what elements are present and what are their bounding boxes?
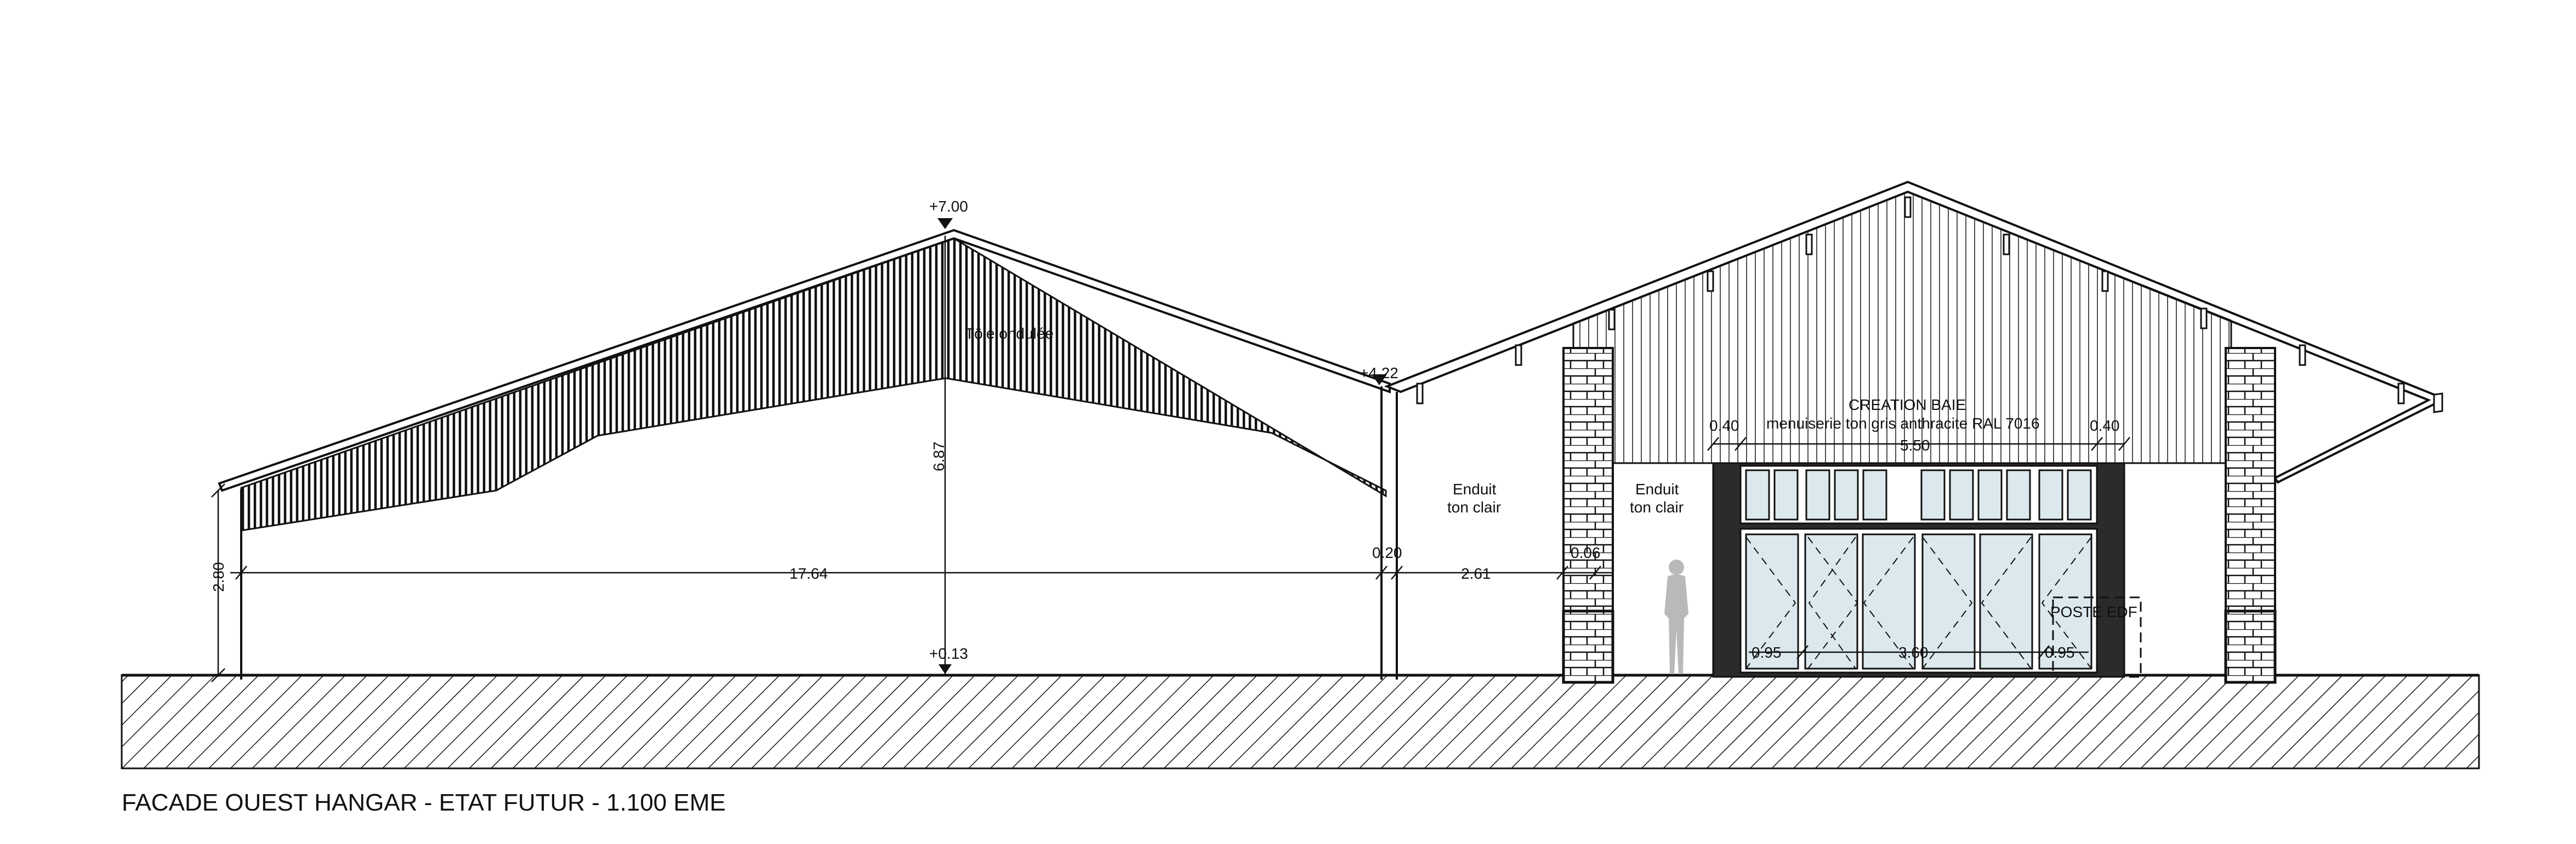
dim-door-right: 0.95 <box>2045 644 2075 661</box>
roof-brackets <box>1416 196 2405 404</box>
dim-wall-segment: 2.61 <box>1461 565 1491 582</box>
dim-door-left: 0.95 <box>1752 644 1782 661</box>
drawing-title: FACADE OUEST HANGAR - ETAT FUTUR - 1.100… <box>122 789 726 816</box>
dim-bay-width: 5.50 <box>1900 437 1930 454</box>
dim-eave-height: 2.80 <box>210 562 227 592</box>
hangar-roof-cladding <box>240 237 1387 532</box>
level-top: +7.00 <box>929 198 968 215</box>
dim-bay-left-margin: 0.40 <box>1709 417 1739 434</box>
dim-bay-right-margin: 0.40 <box>2090 417 2120 434</box>
render-right-line2: ton clair <box>1630 499 1684 516</box>
ground <box>121 674 2480 769</box>
dim-gap: 0.20 <box>1372 544 1402 561</box>
level-markers <box>937 218 1387 674</box>
bay-description: menuiserie ton gris anthracite RAL 7016 <box>1766 415 2040 432</box>
render-right-line1: Enduit <box>1635 481 1679 498</box>
dim-door-center: 3.60 <box>1898 644 1929 661</box>
render-left-line2: ton clair <box>1447 499 1501 516</box>
level-mid: +4.22 <box>1360 364 1398 381</box>
dim-roof-height: 6.87 <box>930 442 947 472</box>
dim-hangar-length: 17.64 <box>789 565 828 582</box>
edf-cabinet <box>2052 596 2142 678</box>
pillar-right-base <box>2224 609 2277 684</box>
person-silhouette <box>1664 560 1688 674</box>
dim-pillar-offset: 0.06 <box>1571 544 1601 561</box>
hangar-roof-edge <box>218 229 1391 492</box>
building <box>1384 180 2443 684</box>
bay-title: CREATION BAIE <box>1849 396 1966 413</box>
edf-label: POSTE EDF <box>2050 603 2137 620</box>
level-ground: +0.13 <box>929 645 968 662</box>
pillar-left-base <box>1562 609 1614 684</box>
bay-window <box>1712 462 2125 678</box>
roof-material-label: Tôle ondulée <box>965 325 1054 342</box>
dimension-lines <box>211 236 2130 682</box>
render-left-line1: Enduit <box>1453 481 1497 498</box>
hangar <box>218 229 1398 680</box>
